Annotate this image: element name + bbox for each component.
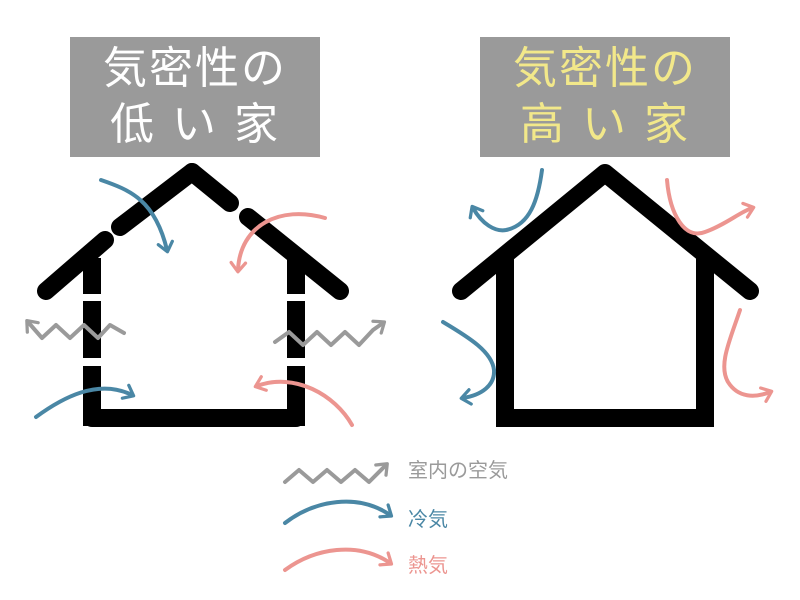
leaky-roof-right-upper bbox=[183, 163, 239, 212]
sealed-roof bbox=[452, 164, 759, 300]
indoor-air-leak-left-arrow bbox=[25, 319, 126, 340]
low-airtightness-title-line-2: 低 い 家 bbox=[110, 99, 280, 150]
hot-air-wall-deflect-arrow bbox=[722, 308, 774, 403]
sealed-walls-floor bbox=[496, 256, 714, 427]
legend-cold-air-label: 冷気 bbox=[408, 507, 448, 531]
high-airtightness-title-box: 気密性の 高 い 家 bbox=[480, 37, 730, 157]
legend-hot-air-arrow bbox=[283, 547, 394, 572]
indoor-air-leak-right-arrow bbox=[273, 319, 387, 347]
legend-hot-air-label: 熱気 bbox=[408, 553, 448, 577]
high-airtightness-title-line-1: 気密性の bbox=[513, 43, 697, 94]
low-airtightness-title-box: 気密性の 低 い 家 bbox=[70, 37, 320, 157]
hot-air-roof-entry-arrow bbox=[229, 212, 327, 274]
leaky-roof-right-lower bbox=[239, 208, 349, 300]
legend-indoor-air-arrow bbox=[283, 462, 389, 484]
leaky-roof-left-lower bbox=[37, 231, 114, 300]
sealed-airflows bbox=[441, 168, 774, 406]
leaky-roof-left-upper bbox=[111, 163, 201, 236]
cold-air-wall-entry-arrow bbox=[34, 383, 136, 419]
cold-air-roof-entry-arrow bbox=[99, 178, 174, 254]
low-airtightness-title-line-1: 気密性の bbox=[103, 43, 287, 94]
leaky-airflows bbox=[25, 178, 387, 427]
cold-air-roof-deflect-arrow bbox=[468, 168, 544, 233]
hot-air-wall-entry-arrow bbox=[253, 375, 354, 427]
high-airtightness-title-line-2: 高 い 家 bbox=[520, 99, 690, 150]
hot-air-roof-deflect-arrow bbox=[665, 178, 756, 236]
legend bbox=[283, 462, 394, 572]
sealed-house bbox=[452, 164, 759, 427]
leaky-house bbox=[37, 163, 349, 427]
cold-air-wall-deflect-arrow bbox=[441, 320, 497, 406]
legend-indoor-air-label: 室内の空気 bbox=[408, 458, 508, 482]
legend-cold-air-arrow bbox=[283, 499, 394, 525]
